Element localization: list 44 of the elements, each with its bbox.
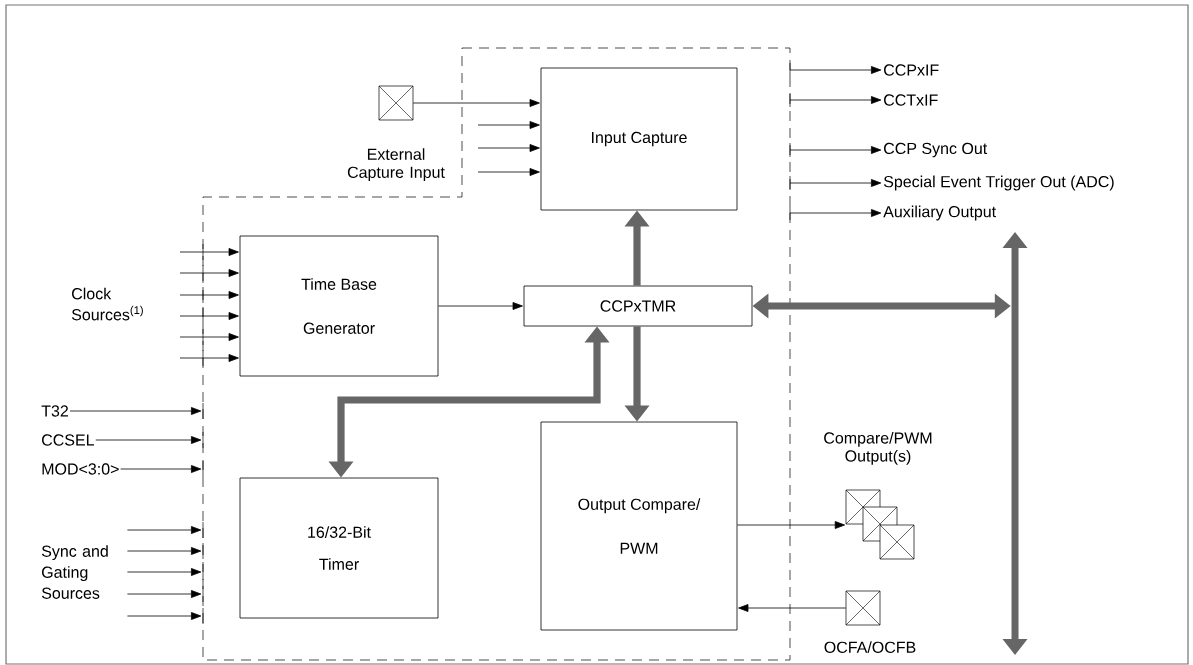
process-box: CCPxTMR: [523, 285, 753, 327]
signal-label: Special Event Trigger Out (ADC): [883, 175, 1114, 191]
signal-label: CCPxIF: [884, 64, 939, 76]
arrow: [737, 521, 846, 529]
process-box: Input Capture: [540, 67, 738, 211]
arrow: [179, 291, 239, 299]
arrow: [789, 209, 882, 217]
arrow: [179, 333, 239, 341]
arrow: [69, 407, 202, 415]
pin-label: Compare/PWM Output(s): [824, 431, 932, 465]
arrow: [789, 179, 882, 187]
arrow: [789, 146, 882, 154]
arrow: [95, 436, 202, 444]
signal-label: CCTxIF: [884, 94, 938, 106]
arrow: [477, 168, 540, 176]
signal-label: T32: [41, 405, 68, 417]
arrow: [127, 547, 202, 555]
arrow: [127, 590, 202, 598]
process-box: Output Compare/ PWM: [540, 421, 738, 631]
signal-label: CCP Sync Out: [884, 142, 988, 158]
arrow: [789, 96, 882, 104]
arrow: [477, 144, 540, 152]
arrow: [789, 66, 882, 74]
pin-label: OCFA/OCFB: [824, 641, 916, 653]
arrow: [738, 604, 847, 612]
signal-label: MOD<3:0>: [42, 463, 119, 475]
arrow: [412, 99, 540, 107]
arrow: [477, 121, 540, 129]
signal-label: CCSEL: [42, 434, 94, 446]
arrow: [179, 269, 239, 277]
process-box: 16/32-Bit Timer: [239, 477, 439, 619]
signal-label: Auxiliary Output: [883, 205, 996, 221]
arrow: [127, 568, 202, 576]
signal-label: Clock Sources$^{(1)}$: [71, 287, 143, 321]
arrow: [179, 248, 239, 256]
pin-label: External Capture Input: [347, 148, 445, 182]
arrow: [127, 526, 202, 534]
signal-label: Sync and Gating Sources: [41, 545, 108, 599]
process-box: Time Base Generator: [239, 235, 439, 377]
arrow: [120, 465, 202, 473]
arrow: [127, 612, 202, 620]
arrow: [438, 302, 523, 310]
arrow: [179, 312, 239, 320]
arrow: [179, 354, 239, 362]
